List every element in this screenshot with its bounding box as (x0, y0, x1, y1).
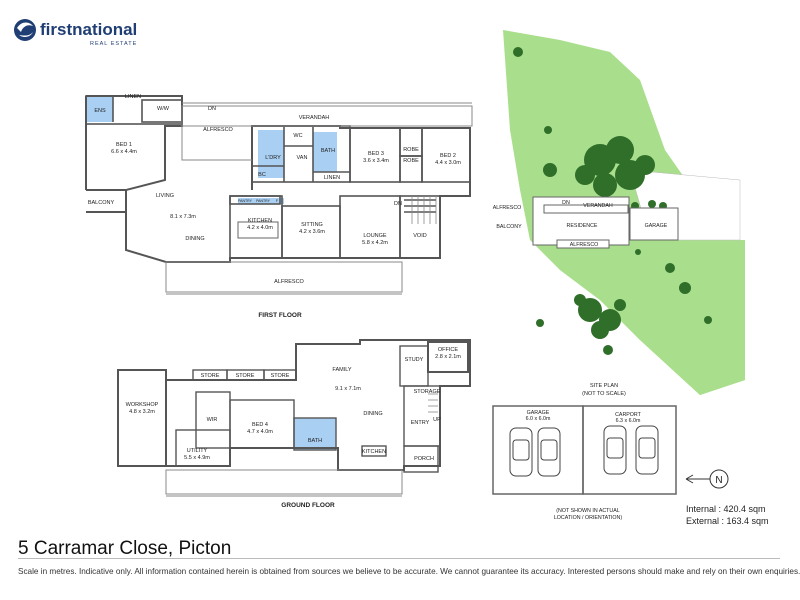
brand-sub: REAL ESTATE (90, 41, 137, 47)
ff-bed3-label: BED 3 (368, 151, 384, 157)
site-balcony-label: BALCONY (496, 224, 522, 230)
ff-robe1-label: ROBE (403, 147, 419, 153)
car-icon (537, 427, 561, 477)
site-trees (513, 47, 712, 355)
gf-bath-label: BATH (308, 438, 322, 444)
first-floor-title: FIRST FLOOR (258, 312, 302, 319)
compass-icon: N (685, 469, 729, 489)
ff-ww-label: W/W (157, 106, 170, 112)
gf-bed4-dim: 4.7 x 4.0m (247, 429, 273, 435)
ground-floor-plan: WORKSHOP 4.8 x 3.2m STORE STORE STORE WI… (117, 339, 471, 509)
ff-lounge-label: LOUNGE (363, 233, 387, 239)
ff-kitchen-dim: 4.2 x 4.0m (247, 225, 273, 231)
ff-robe2-label: ROBE (403, 158, 419, 164)
ff-ldry-label: L'DRY (265, 155, 281, 161)
ff-living-label: LIVING (156, 193, 174, 199)
carport-label: CARPORT (615, 412, 642, 418)
ff-bed3-dim: 3.6 x 3.4m (363, 158, 389, 164)
gf-office-dim: 2.8 x 2.1m (435, 354, 461, 360)
divider (18, 558, 780, 559)
gf-store2-label: STORE (236, 373, 255, 379)
external-area: External : 163.4 sqm (686, 516, 769, 526)
gf-bed4-label: BED 4 (252, 422, 268, 428)
gf-workshop-dim: 4.8 x 3.2m (129, 409, 155, 415)
ff-bed2-label: BED 2 (440, 153, 456, 159)
gf-storage-label: STORAGE (414, 389, 441, 395)
area-summary: Internal : 420.4 sqm External : 163.4 sq… (686, 503, 769, 527)
compass-letter: N (715, 475, 722, 486)
ff-void-label: VOID (413, 233, 426, 239)
ff-alfresco-bottom-label: ALFRESCO (274, 279, 304, 285)
gf-study-label: STUDY (405, 357, 424, 363)
ff-sitting-dim: 4.2 x 3.6m (299, 229, 325, 235)
site-verandah-label: VERANDAH (583, 203, 613, 209)
garage-note1: (NOT SHOWN IN ACTUAL (556, 508, 620, 514)
gf-up-label: UP (433, 417, 441, 423)
car-icon (635, 425, 659, 475)
ff-lounge-dim: 5.8 x 4.2m (362, 240, 388, 246)
gf-porch-label: PORCH (414, 456, 434, 462)
ff-bed1-label: BED 1 (116, 142, 132, 148)
ff-linen-top-label: LINEN (125, 94, 141, 100)
ff-wc-label: WC (293, 133, 302, 139)
ff-dn-top-label: DN (208, 106, 216, 112)
gf-dining-label: DINING (363, 411, 382, 417)
gf-entry-label: ENTRY (411, 420, 430, 426)
ff-living-dim: 8.1 x 7.3m (170, 214, 196, 220)
brand-logo: firstnational REAL ESTATE (8, 14, 148, 48)
first-floor-plan: ENS LINEN W/W DN VERANDAH ALFRESCO BED 1… (85, 94, 473, 319)
gf-store3-label: STORE (271, 373, 290, 379)
site-dn-label: DN (562, 200, 570, 206)
disclaimer-text: Scale in metres. Indicative only. All in… (18, 567, 800, 576)
ff-pantry1-label: PANTRY (238, 199, 253, 203)
gf-family-label: FAMILY (332, 367, 351, 373)
site-residence-label: RESIDENCE (567, 223, 598, 229)
ff-linen-mid-label: LINEN (324, 175, 340, 181)
gf-family-dim: 9.1 x 7.1m (335, 386, 361, 392)
ff-sitting-label: SITTING (301, 222, 323, 228)
ff-balcony-label: BALCONY (88, 200, 115, 206)
garage-plan: GARAGE 6.0 x 6.0m CARPORT 6.3 x 6.0m (NO… (492, 405, 677, 521)
car-icon (603, 425, 627, 475)
garage-label: GARAGE (527, 410, 550, 416)
internal-area: Internal : 420.4 sqm (686, 504, 766, 514)
ff-van-label: VAN (297, 155, 308, 161)
garage-note2: LOCATION / ORIENTATION) (554, 515, 623, 521)
gf-utility-label: UTILITY (187, 448, 208, 454)
ff-bed2-dim: 4.4 x 3.0m (435, 160, 461, 166)
site-plan-title: SITE PLAN (590, 383, 618, 389)
ff-bed1-dim: 6.6 x 4.4m (111, 149, 137, 155)
gf-kitchen-label: KITCHEN (362, 449, 386, 455)
site-alfresco-top-label: ALFRESCO (493, 205, 522, 211)
garage-dim: 6.0 x 6.0m (526, 416, 551, 422)
ff-pantry2-label: PANTRY (256, 199, 271, 203)
ff-kitchen-label: KITCHEN (248, 218, 272, 224)
ff-verandah-label: VERANDAH (299, 115, 330, 121)
car-icon (509, 427, 533, 477)
site-garage-label: GARAGE (645, 223, 668, 229)
property-address: 5 Carramar Close, Picton (18, 538, 232, 559)
ff-ens-label: ENS (94, 108, 106, 114)
ground-floor-title: GROUND FLOOR (281, 502, 335, 509)
ff-bath-label: BATH (321, 148, 335, 154)
site-plan: ALFRESCO DN VERANDAH BALCONY RESIDENCE G… (493, 30, 745, 397)
ff-fridge-label: F (276, 199, 278, 203)
ff-dining-label: DINING (185, 236, 204, 242)
site-alfresco-bottom-label: ALFRESCO (570, 242, 599, 248)
ff-dn-mid-label: DN (394, 201, 402, 207)
gf-wir-label: WIR (207, 417, 218, 423)
gf-workshop-label: WORKSHOP (126, 402, 159, 408)
gf-office-label: OFFICE (438, 347, 458, 353)
carport-dim: 6.3 x 6.0m (616, 418, 641, 424)
brand-name: firstnational (40, 20, 137, 39)
ff-alfresco-top-label: ALFRESCO (203, 127, 233, 133)
gf-utility-dim: 5.5 x 4.9m (184, 455, 210, 461)
site-plan-subtitle: (NOT TO SCALE) (582, 391, 626, 397)
gf-store1-label: STORE (201, 373, 220, 379)
ff-bc-label: BC (258, 172, 266, 178)
brand-logo-icon (14, 19, 36, 41)
